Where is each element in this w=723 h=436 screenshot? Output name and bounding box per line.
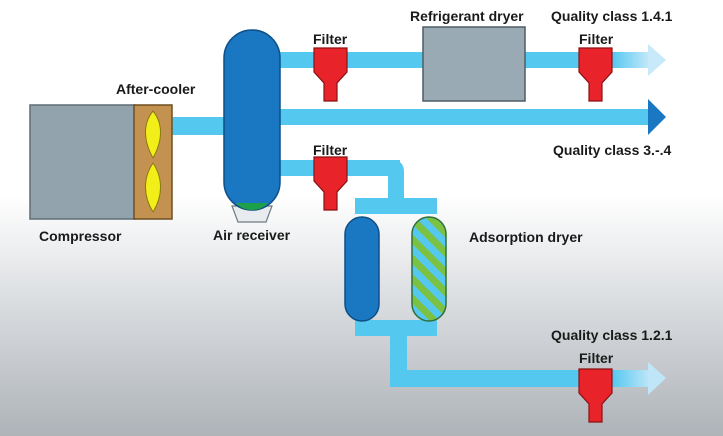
pipe-top-outlet [612, 52, 650, 68]
refrigerant-dryer-label: Refrigerant dryer [410, 8, 524, 24]
pipe-dryer-top-manifold [355, 198, 437, 214]
fan-blade-icon [145, 110, 161, 160]
arrow-bottom [648, 362, 666, 395]
air-receiver-base [236, 203, 268, 210]
air-receiver-tank [223, 29, 281, 211]
compressor-box [29, 104, 136, 220]
compressor-label: Compressor [39, 228, 122, 244]
pipe-middle-line [275, 109, 650, 125]
adsorption-vessel-left [344, 216, 380, 322]
pipe-cooler-to-receiver [170, 117, 230, 135]
quality-class-middle-label: Quality class 3.-.4 [553, 142, 672, 158]
quality-class-top-label: Quality class 1.4.1 [551, 8, 673, 24]
filter-icon [578, 47, 613, 102]
filter-bottom-label: Filter [579, 350, 614, 366]
pipes [170, 52, 650, 387]
pipe-dryer-outlet-vertical [390, 320, 407, 380]
quality-class-bottom-label: Quality class 1.2.1 [551, 327, 673, 343]
arrow-top [648, 44, 666, 76]
filter-icon [578, 368, 613, 423]
filter-top-label: Filter [313, 31, 348, 47]
after-cooler-label: After-cooler [116, 81, 196, 97]
fan-blade-icon [145, 162, 161, 213]
filter-top-right-label: Filter [579, 31, 614, 47]
air-receiver-label: Air receiver [213, 227, 291, 243]
filter-icon [313, 47, 348, 102]
pipe-bottom-outlet [612, 370, 650, 387]
filter-icon [313, 156, 348, 211]
refrigerant-dryer-box [422, 26, 526, 102]
pipe-bottom-line [390, 370, 618, 387]
arrow-middle [648, 99, 666, 135]
pipe-lower-bend [388, 160, 404, 200]
adsorption-vessel-right [411, 216, 447, 322]
filter-middle-label: Filter [313, 142, 348, 158]
adsorption-dryer-label: Adsorption dryer [469, 229, 583, 245]
